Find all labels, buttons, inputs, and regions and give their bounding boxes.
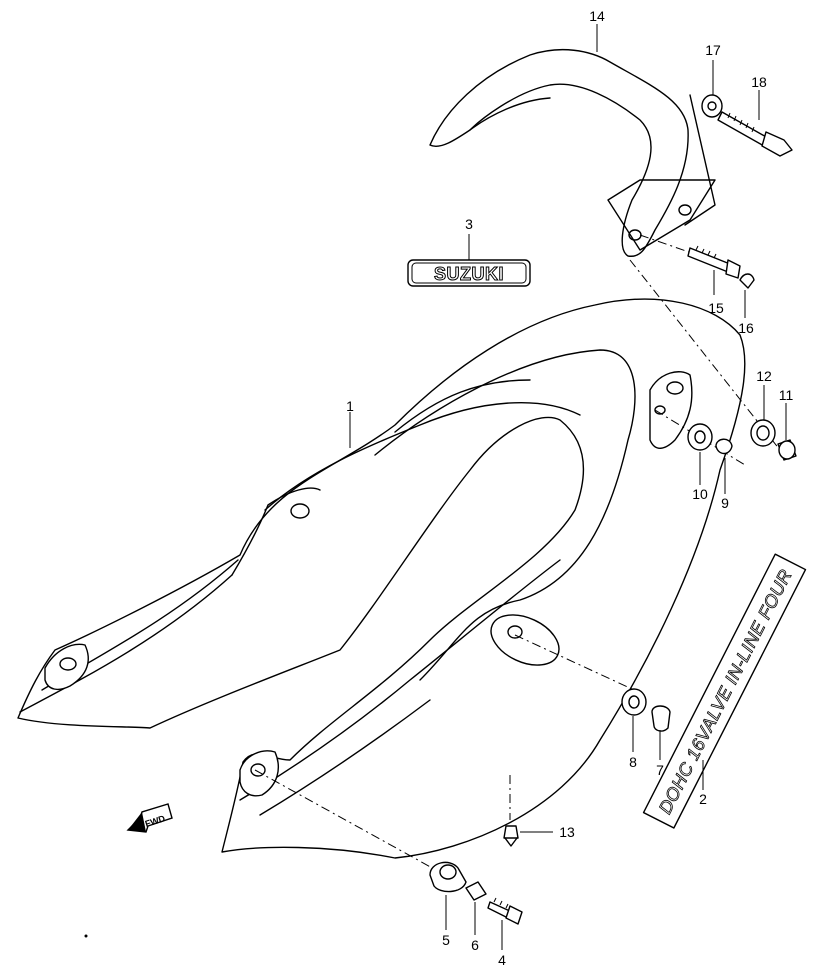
collar-9 (715, 438, 733, 455)
decal-text: DOHC 16VALVE IN-LINE FOUR (655, 566, 796, 817)
grab-rail (429, 48, 716, 257)
callout-6: 6 (471, 937, 479, 953)
collar-11 (777, 439, 797, 461)
callout-7: 7 (656, 762, 664, 778)
grommet-10 (687, 423, 713, 451)
callout-5: 5 (442, 932, 450, 948)
callout-8: 8 (629, 754, 637, 770)
bolt-18 (717, 111, 793, 157)
callout-16: 16 (738, 320, 754, 336)
callout-3: 3 (465, 216, 473, 232)
callout-10: 10 (692, 486, 708, 502)
callout-15: 15 (708, 300, 724, 316)
grommet-12 (750, 419, 776, 447)
washer-17 (701, 94, 723, 118)
callout-4: 4 (498, 952, 506, 968)
cap-16 (739, 273, 755, 289)
grommet-8 (621, 688, 647, 716)
callout-2: 2 (699, 791, 707, 807)
callout-12: 12 (756, 368, 772, 384)
badge-text: SUZUKI (434, 264, 504, 284)
callout-11: 11 (779, 387, 794, 403)
seat-tail-cover (17, 298, 746, 859)
clip-13 (503, 825, 519, 847)
suzuki-badge: SUZUKI (407, 259, 531, 287)
callout-13: 13 (559, 824, 575, 840)
fwd-arrow-icon: FWD (126, 803, 173, 833)
bolt-15 (687, 245, 741, 279)
callout-18: 18 (751, 74, 767, 90)
collar-6 (465, 881, 487, 901)
collar-7 (651, 705, 671, 732)
screw-4 (487, 897, 523, 925)
callout-9: 9 (721, 495, 729, 511)
stray-mark (84, 934, 88, 938)
grommet-5 (429, 861, 467, 893)
callout-17: 17 (705, 42, 721, 58)
callout-14: 14 (589, 8, 605, 24)
callout-1: 1 (346, 398, 354, 414)
